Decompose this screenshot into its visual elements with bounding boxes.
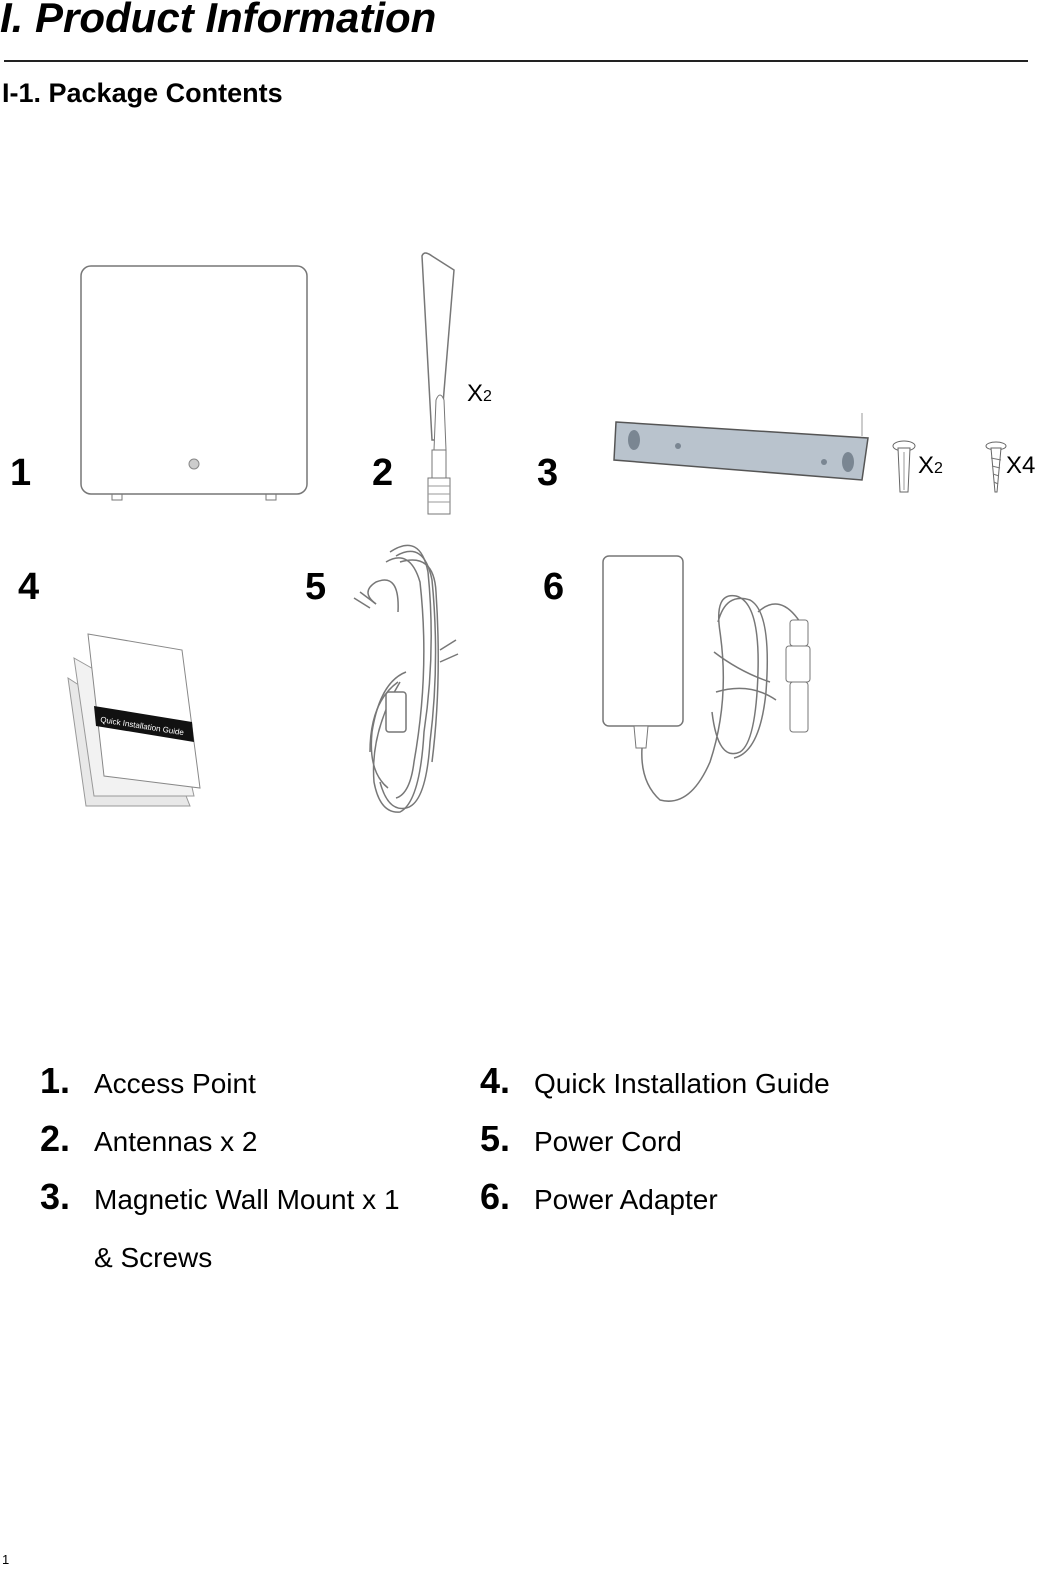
list-item-label: Quick Installation Guide — [534, 1068, 830, 1099]
screw-icon — [985, 441, 1007, 493]
figure-marker-6: 6 — [543, 566, 565, 608]
list-item-number: 3. — [40, 1176, 71, 1217]
access-point-illustration — [80, 265, 308, 501]
antenna-quantity: X2 — [467, 380, 492, 408]
list-item-label-continued: & Screws — [94, 1242, 213, 1273]
list-item-number: 4. — [480, 1060, 511, 1101]
power-cord-illustration — [353, 544, 459, 813]
list-item-label: Power Cord — [534, 1126, 682, 1157]
subsection-title: I-1. Package Contents — [2, 78, 283, 108]
wall-mount-illustration — [613, 413, 869, 481]
antenna-quantity-prefix: X — [467, 380, 484, 407]
list-item-number: 6. — [480, 1176, 511, 1217]
anchor-quantity-count: 2 — [934, 460, 943, 477]
package-contents-list: 1. Access Point 2. Antennas x 2 3. Magne… — [0, 1060, 1045, 1300]
quick-guide-booklet-illustration: Quick Installation Guide — [67, 633, 201, 807]
list-item-number: 5. — [480, 1118, 511, 1159]
figure-marker-5: 5 — [305, 566, 327, 608]
list-item-label: Power Adapter — [534, 1184, 718, 1215]
antenna-illustration — [421, 252, 455, 515]
wall-anchor-icon — [892, 440, 916, 493]
page-number: 1 — [2, 1552, 10, 1567]
list-item-number: 2. — [40, 1118, 71, 1159]
list-item-label: Access Point — [94, 1068, 256, 1099]
section-title: I. Product Information — [0, 0, 437, 41]
list-item-label: Antennas x 2 — [94, 1126, 258, 1157]
figure-marker-3: 3 — [537, 452, 559, 494]
anchor-quantity-prefix: X — [918, 452, 935, 479]
figure-marker-4: 4 — [18, 566, 40, 608]
antenna-quantity-count: 2 — [483, 388, 492, 405]
figure-marker-1: 1 — [10, 452, 32, 494]
screw-quantity: X4 — [1006, 452, 1036, 479]
header-divider — [4, 60, 1028, 62]
list-item-number: 1. — [40, 1060, 71, 1101]
anchor-quantity: X2 — [918, 452, 943, 480]
list-item-label: Magnetic Wall Mount x 1 — [94, 1184, 400, 1215]
figure-marker-2: 2 — [372, 452, 394, 494]
power-adapter-illustration — [602, 555, 811, 802]
